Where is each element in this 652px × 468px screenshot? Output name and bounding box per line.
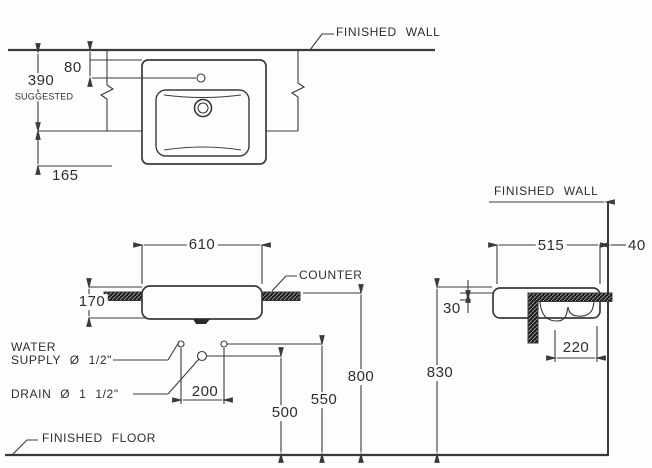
dim-550-text: 550 — [308, 391, 340, 409]
dim-220-text: 220 — [562, 339, 590, 357]
dim-40-text: 40 — [628, 237, 646, 254]
drain-hole-inner — [197, 102, 209, 114]
finished-wall-label-side: FINISHED WALL — [494, 184, 599, 198]
dim-515-text: 515 — [535, 237, 567, 255]
dim-200-text: 200 — [191, 383, 219, 401]
drain-stub — [193, 319, 210, 324]
dim-80-text: 80 — [64, 59, 82, 76]
sink-plan-basin — [155, 89, 250, 157]
suggested-note: SUGGESTED — [12, 91, 76, 102]
water-supply-label-line2: SUPPLY Ø 1/2" — [11, 353, 112, 367]
water-supply-label-line1: WATER — [11, 340, 56, 354]
finished-wall-leader — [309, 33, 334, 51]
finished-wall-label-top: FINISHED WALL — [336, 25, 441, 39]
side-view — [434, 199, 626, 463]
faucet-hole — [196, 73, 206, 83]
dim-610-text: 610 — [186, 236, 218, 254]
dim-30-text: 30 — [443, 300, 461, 317]
counter-apron-section — [527, 300, 539, 344]
drain-hole-outer — [193, 98, 213, 118]
bowl-profile — [539, 301, 595, 322]
plan-view — [8, 33, 435, 175]
counter-label: COUNTER — [299, 268, 363, 282]
drain-point — [196, 350, 208, 362]
dim-390-text: 390 — [25, 72, 57, 90]
water-supply-point-left — [177, 340, 185, 348]
water-supply-point-right — [220, 340, 228, 348]
dim-500-text: 500 — [269, 404, 301, 422]
drain-label: DRAIN Ø 1 1/2" — [11, 387, 119, 401]
dim-170-text: 170 — [76, 293, 108, 311]
dim-830-text: 830 — [424, 364, 456, 382]
counter-section-right — [261, 291, 301, 301]
counter-section-side — [527, 292, 613, 302]
counter-section-left — [103, 291, 143, 301]
sink-plan-outline — [141, 59, 267, 165]
counter-leader — [271, 275, 297, 292]
sink-front-outline — [141, 285, 263, 320]
dim-800-text: 800 — [345, 368, 377, 386]
finished-floor-leader — [12, 439, 38, 455]
dim-165-text: 165 — [52, 167, 79, 184]
finished-floor-label: FINISHED FLOOR — [42, 431, 157, 445]
